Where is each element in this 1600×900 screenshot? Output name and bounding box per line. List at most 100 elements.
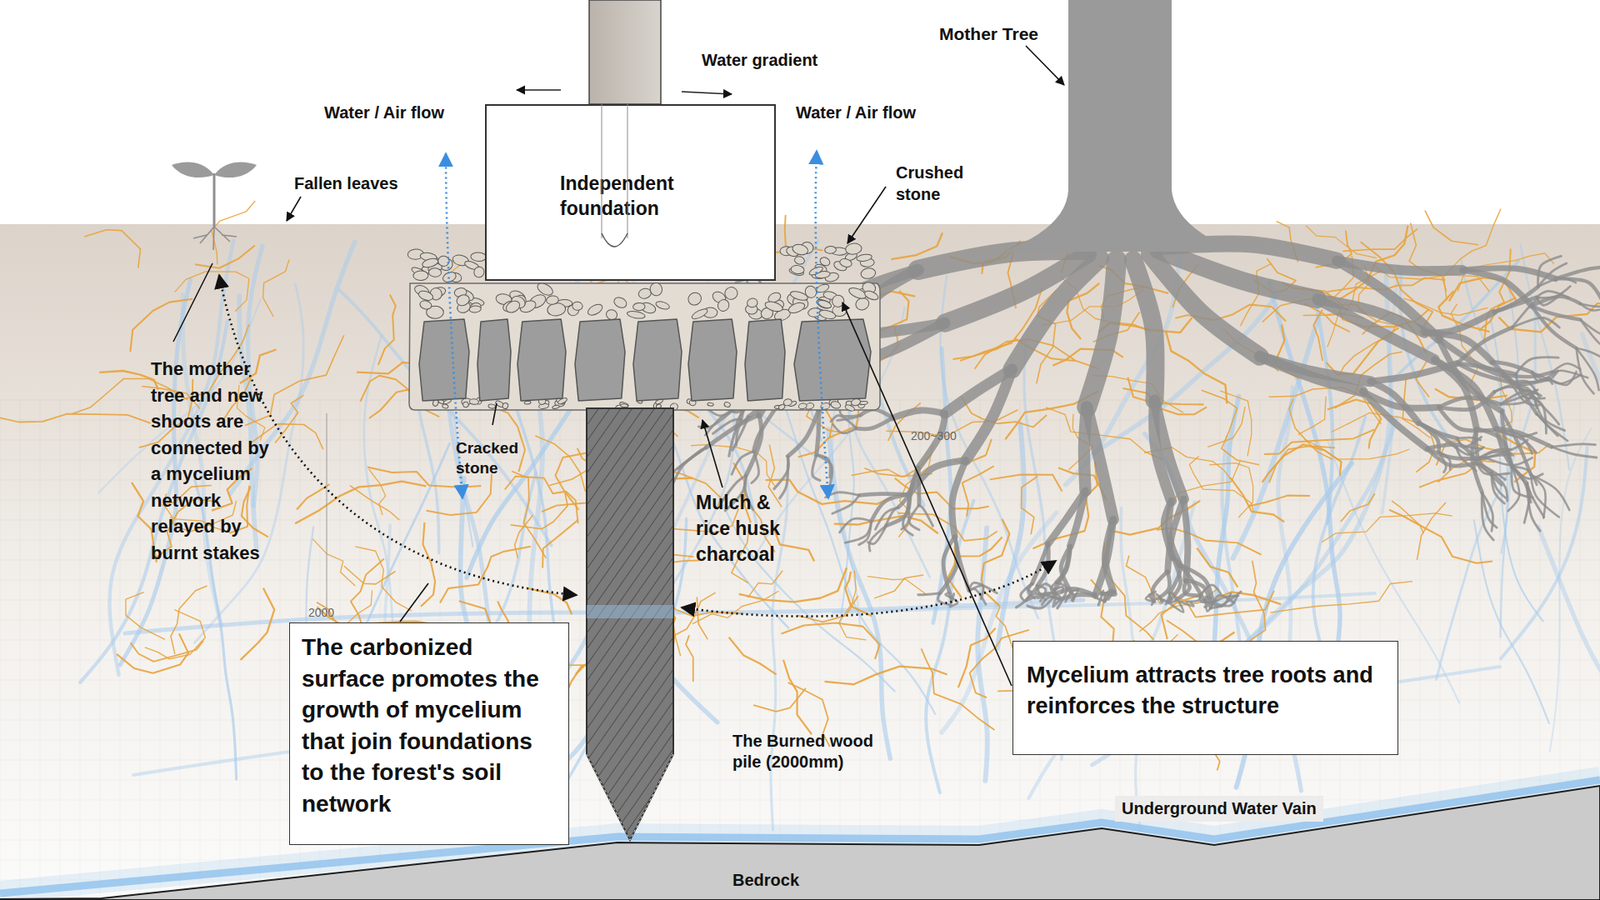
tree-root [1104,593,1112,601]
pebble [649,281,665,297]
grid-line [20,400,21,900]
tree-root [816,455,830,478]
pebble [818,255,831,268]
bedrock [0,785,1600,900]
pebble [715,297,731,314]
leader-line [173,263,213,342]
mycelium-thread [1415,360,1430,397]
stone [517,319,566,401]
pebble [777,403,785,410]
node-text: The carbonized surface promotes the grow… [301,631,557,820]
mycelium-thread [1165,330,1227,404]
tree-root [950,594,955,605]
pile-char-texture [586,408,674,840]
mycelium-network [0,176,1600,770]
tree-root [816,455,833,485]
tree-root [1133,260,1156,400]
mycelium-thread [1250,560,1266,641]
tree-root [672,447,706,484]
node-text: Independent foundation [560,170,706,221]
mycelium-thread [1313,309,1323,360]
water-channel [925,500,974,793]
stone [633,319,682,401]
part-label: Fallen leaves [294,173,399,195]
tree-root [1530,475,1546,519]
mycelium-thread [890,232,943,260]
part-label: Crushed stone [895,161,975,205]
mycelium-thread [1425,210,1479,245]
tree-root [1183,499,1188,580]
tree-root [1530,475,1560,518]
part-label: Cracked stone [455,438,527,479]
cracked-stone [419,319,871,401]
tree-root [1086,260,1117,407]
tree-root [1438,338,1503,375]
tree-root [1152,571,1168,602]
pebble [632,302,645,311]
leader-line [492,403,497,425]
mycelium-thread [369,469,386,515]
flow-label: Water / Air flow [324,102,445,124]
tree-root [909,460,966,495]
mycelium-thread [747,570,783,598]
mycelium-thread [0,414,151,424]
tree-root [1104,590,1113,601]
mycelium-thread [350,485,400,520]
tree-root [1555,265,1600,279]
foundation-block: Independent foundation [485,104,776,281]
pebble [685,290,704,308]
tree-root [856,417,894,429]
grid-line [0,400,1,900]
tree-root [1531,296,1580,306]
pebble [764,300,785,314]
tree-root [1551,444,1595,447]
part-label: Underground Water Vain [1115,795,1324,822]
tree-root [1160,597,1164,603]
water-channel [828,429,890,759]
tree-root [1168,602,1184,613]
water-channels [80,240,1600,830]
grid-line [60,400,61,900]
tree-root [840,518,872,533]
pebble [571,301,583,311]
mycelium-thread [1321,513,1453,543]
grid-line [900,400,901,900]
mycelium-thread [962,465,995,516]
leader-line [1025,45,1065,85]
pebble [470,252,487,262]
pebble [455,293,471,308]
gradient-arrow [681,91,732,95]
stone [688,319,737,401]
pebble [421,256,440,269]
grid-line [0,800,1600,801]
tree-root [1475,428,1491,473]
mycelium-thread [781,623,880,660]
mycelium-thread [542,520,578,568]
pebble [787,300,807,315]
tree-root [825,492,860,498]
tree-root [1551,446,1597,458]
mycelium-thread [195,245,255,269]
mycelium-thread [420,522,435,607]
mycelium-thread [426,474,492,515]
mycelium-relay-arrow [681,560,1056,617]
mycelium-thread [275,395,304,443]
tree-root [909,505,920,530]
mycelium-thread [1269,445,1335,483]
sapling [171,161,257,250]
mycelium-thread [783,660,812,735]
dimension-line [326,413,328,613]
tree-root [1580,320,1600,350]
sapling-leaf [171,161,215,178]
pebble [488,403,496,409]
mycelium-thread [84,230,140,269]
mycelium-thread [515,515,534,559]
tree-root [1041,597,1060,605]
tree-root [845,520,871,543]
pebble [585,302,605,318]
anchor-bolt-sketch [601,104,628,239]
